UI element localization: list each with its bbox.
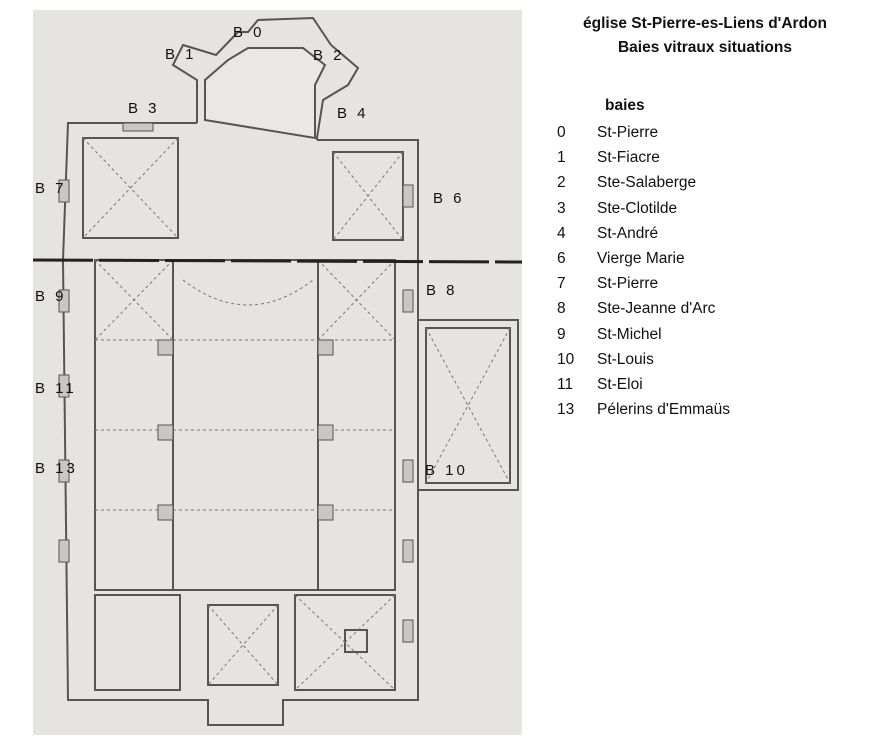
legend-item: 4 St-André [557,225,658,250]
bay-label-b11: B 11 [35,380,77,397]
bay-label-b6: B 6 [433,190,465,207]
legend-title: église St-Pierre-es-Liens d'Ardon [583,15,827,32]
legend-item: 10 St-Louis [557,351,654,376]
bay-name: Ste-Salaberge [597,174,697,192]
bay-name: Ste-Jeanne d'Arc [597,300,716,318]
bay-name: St-Louis [597,350,654,368]
bay-label-b10: B 10 [425,462,468,479]
bay-number: 2 [557,174,566,192]
floor-plan-drawing [33,16,522,726]
bay-number: 4 [557,224,566,242]
legend-item: 6 Vierge Marie [557,250,685,275]
bay-name: St-Eloi [597,376,643,393]
bay-number: 6 [557,250,566,267]
legend-item: 1 St-Fiacre [557,149,660,174]
bay-label-b9: B 9 [35,288,67,305]
bay-label-b1: B 1 [165,46,197,63]
bay-number: 7 [557,275,566,293]
legend-item: 3 Ste-Clotilde [557,200,677,225]
bay-label-b0: B 0 [233,24,265,41]
bay-number: 8 [557,300,566,318]
legend: église St-Pierre-es-Liens d'Ardon Baies … [545,12,865,418]
legend-item: 9 St-Michel [557,326,662,351]
bay-number: 1 [557,149,566,167]
bay-name: St-Michel [597,325,662,343]
bay-label-b4: B 4 [337,105,369,122]
bay-name: St-André [597,224,659,242]
bay-number: 3 [557,199,566,217]
legend-item: 11 St-Eloi [557,376,643,401]
bay-label-b7: B 7 [35,180,67,197]
church-floor-plan: B 0 B 1 B 2 B 3 B 4 B 6 B 7 B 8 B 9 B 10… [33,10,522,735]
bay-label-b13: B 13 [35,460,78,477]
bay-name: St-Pierre [597,124,659,141]
bay-label-b8: B 8 [426,282,458,299]
legend-item: 8 Ste-Jeanne d'Arc [557,300,715,325]
legend-item: 7 St-Pierre [557,275,658,300]
bay-number: 0 [557,124,566,141]
bay-name: Ste-Clotilde [597,199,678,217]
bay-number: 9 [557,325,566,343]
bay-name: St-Pierre [597,275,659,293]
legend-item: 13 Pélerins d'Emmaüs [557,401,730,426]
bay-label-b3: B 3 [128,100,160,117]
bay-number: 13 [557,401,575,419]
legend-header: baies [605,97,645,114]
bay-name: Vierge Marie [597,250,685,267]
bay-name: St-Fiacre [597,149,660,167]
bay-label-b2: B 2 [313,47,345,64]
legend-subtitle: Baies vitraux situations [617,39,792,56]
legend-item: 2 Ste-Salaberge [557,174,696,199]
legend-item: 0 St-Pierre [557,124,658,149]
bay-name: Pélerins d'Emmaüs [597,401,731,419]
bay-number: 11 [557,376,574,393]
bay-number: 10 [557,350,575,368]
